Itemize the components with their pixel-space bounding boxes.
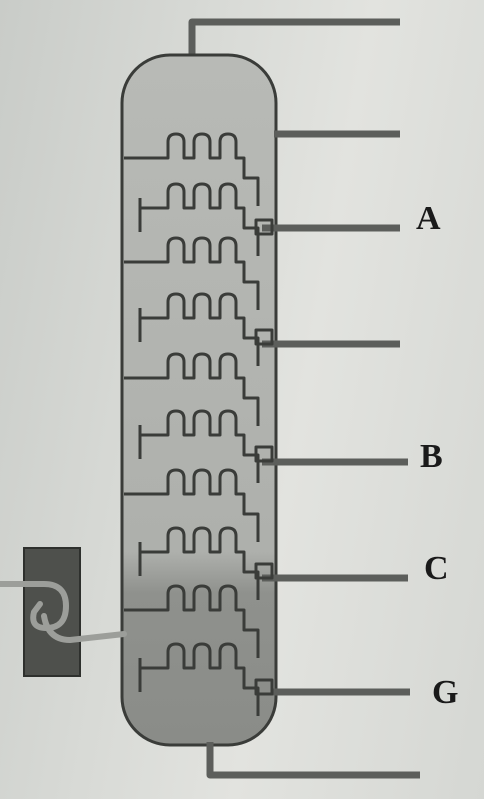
feed-pipe [0,581,127,643]
label-C: C [424,550,449,587]
bottom-outlet-pipe [206,742,420,779]
tray-9 [124,584,260,658]
top-outlet-pipe [188,18,400,60]
side-outlet-pipes [262,130,410,696]
tray-10 [138,642,274,716]
tray-7 [124,468,260,542]
column-body [120,53,278,747]
label-A: A [416,200,441,237]
bubble-cap-trays [124,132,274,716]
tray-2 [138,182,274,256]
tray-1 [124,132,260,206]
label-G: G [432,674,459,711]
label-B: B [420,438,443,475]
tray-6 [138,409,274,483]
tray-3 [124,236,260,310]
tray-8 [138,526,274,600]
tray-4 [138,292,274,366]
tray-5 [124,352,260,426]
